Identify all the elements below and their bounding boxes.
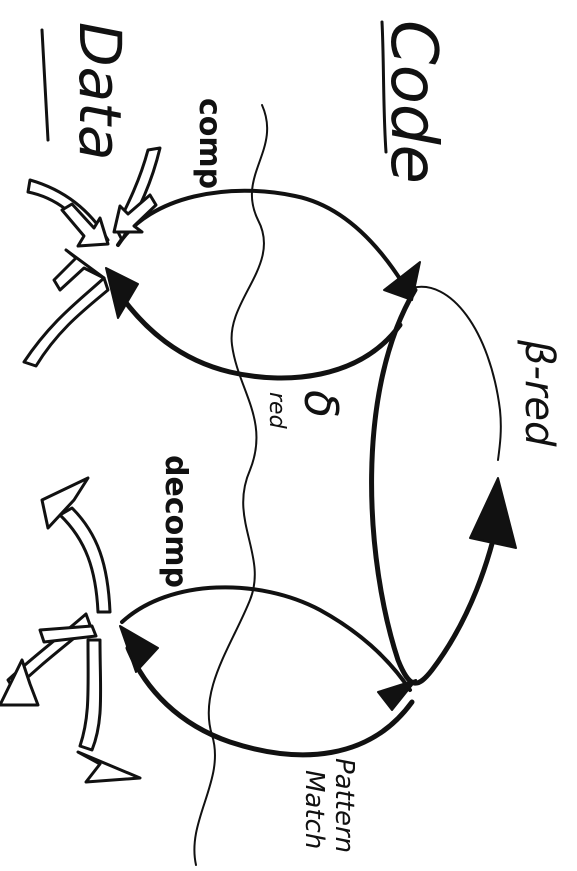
match-label: Match (299, 770, 329, 849)
delta-red-arrow (115, 289, 403, 381)
decomp-arrowhead (377, 679, 417, 711)
data-underline (40, 28, 50, 142)
comp-arrow (116, 188, 404, 284)
decomp-arrow (120, 585, 412, 692)
pattern-match-arrow (125, 645, 415, 758)
delta-sub-label: red (264, 392, 289, 430)
data-title: Data (66, 22, 134, 161)
delta-red-arrowhead (105, 267, 139, 319)
incoming-arrows-icon (22, 146, 162, 368)
comp-arrowhead (383, 261, 421, 301)
beta-red-arrowhead (469, 477, 517, 549)
comp-label: comp (192, 98, 227, 189)
outgoing-arrows-icon (0, 476, 142, 784)
pattern-match-arrowhead (119, 625, 159, 673)
beta-red-label: β-red (516, 339, 562, 447)
code-title: Code (376, 20, 450, 184)
code-loop-thin (411, 285, 502, 461)
code-loop (369, 287, 503, 686)
decomp-label: decomp (158, 455, 193, 588)
delta-label: δ (294, 390, 348, 418)
code-underline (380, 20, 388, 154)
pattern-label: Pattern (329, 758, 359, 853)
